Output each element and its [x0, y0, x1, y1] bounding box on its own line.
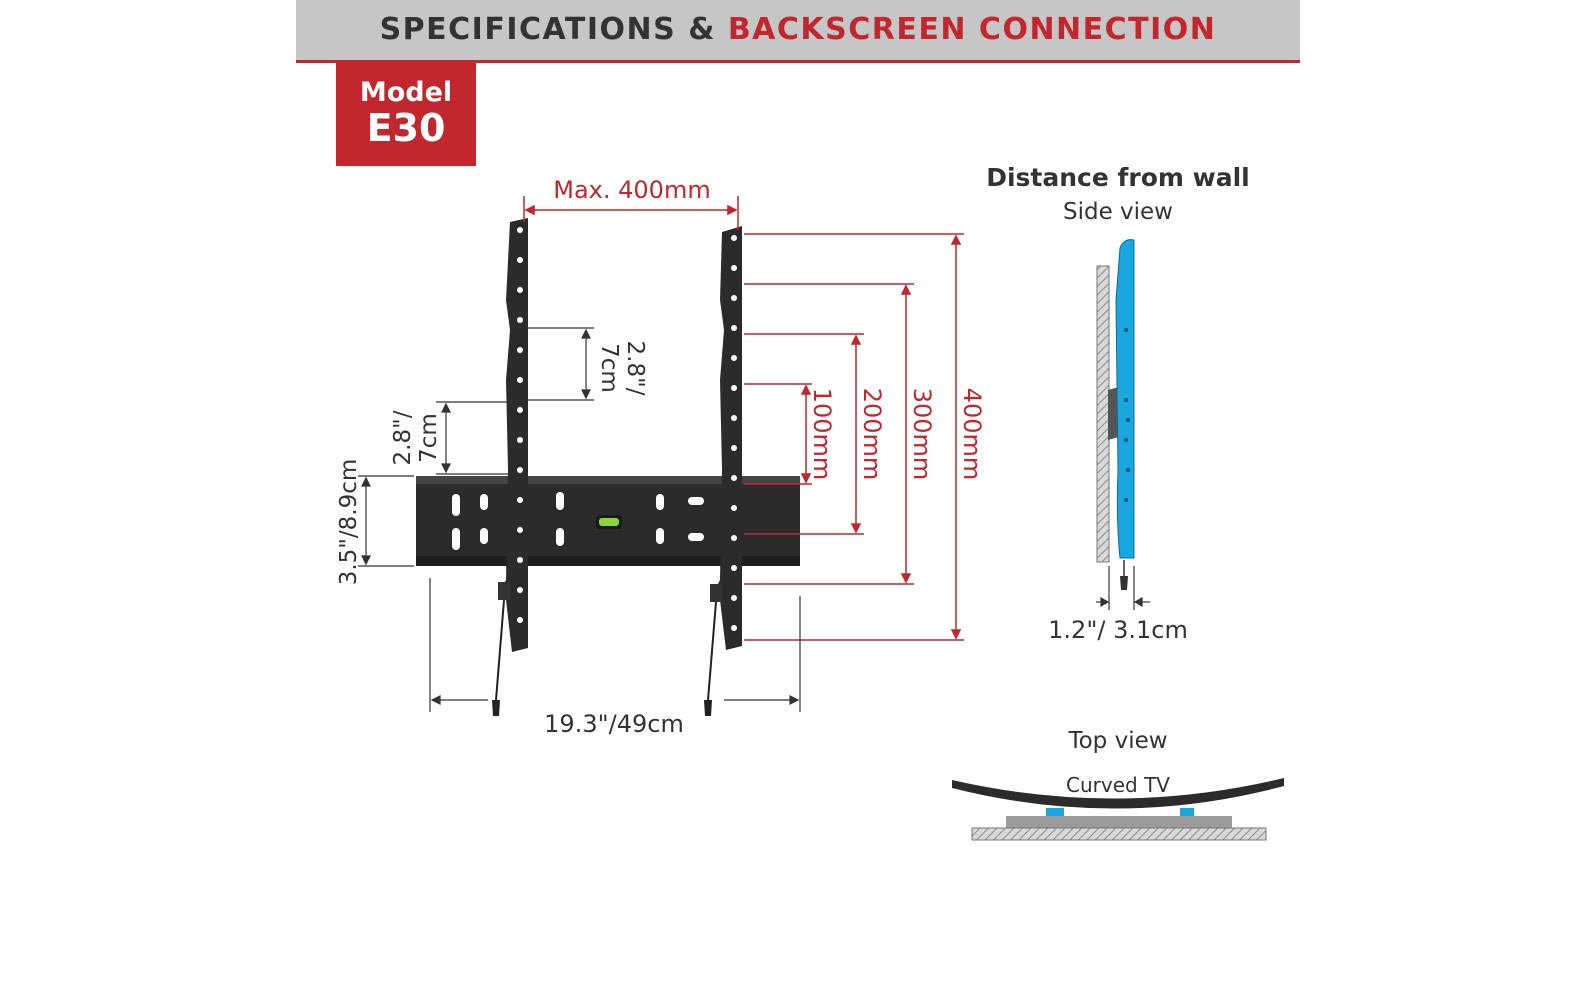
right-bracket	[704, 226, 742, 716]
overall-width-label: 19.3"/49cm	[544, 710, 684, 738]
side-view-title: Distance from wall	[986, 163, 1250, 192]
title-main: SPECIFICATIONS &	[379, 12, 728, 47]
title-accent: BACKSCREEN CONNECTION	[727, 12, 1217, 47]
curved-tv-shape	[952, 778, 1284, 809]
vesa-300-label: 300mm	[908, 388, 936, 481]
top-view: Top view Curved TV	[952, 728, 1284, 841]
wall-plate	[416, 476, 800, 566]
top-view-title: Top view	[1067, 728, 1167, 754]
wall-section	[1096, 265, 1110, 563]
front-view: Max. 400mm 100mm 200mm 300mm 400mm	[336, 176, 986, 738]
wall-distance-label: 1.2"/ 3.1cm	[1048, 616, 1188, 644]
vesa-height-dimensions	[744, 233, 964, 641]
page-title: SPECIFICATIONS & BACKSCREEN CONNECTION	[296, 12, 1300, 47]
top-view-wall	[971, 827, 1267, 841]
max-width-dimension	[523, 196, 739, 230]
vesa-100-label: 100mm	[808, 388, 836, 481]
side-view-subtitle: Side view	[1063, 199, 1173, 225]
top-view-plate	[1006, 816, 1232, 828]
plate-height-dimension	[358, 475, 414, 567]
max-width-label: Max. 400mm	[553, 176, 710, 204]
overall-width-dimension	[429, 578, 801, 712]
hole-pitch-label-left-line2: 7cm	[416, 413, 442, 463]
hole-pitch-label-right-line1: 2.8"/	[622, 341, 648, 396]
plate-height-label: 3.5"/8.9cm	[336, 459, 362, 586]
curved-tv-caption: Curved TV	[1066, 773, 1170, 797]
model-label: Model	[359, 77, 453, 108]
model-badge: Model E30	[336, 63, 476, 166]
side-view: Distance from wall Side view 1.2"/ 3.1cm	[986, 163, 1250, 644]
hole-pitch-dimension-right	[528, 327, 594, 401]
vesa-400-label: 400mm	[958, 388, 986, 481]
hole-pitch-label-right-line2: 7cm	[596, 343, 622, 393]
hole-pitch-label-left-line1: 2.8"/	[390, 410, 416, 465]
wall-distance-dimension	[1096, 566, 1150, 610]
header-banner: SPECIFICATIONS & BACKSCREEN CONNECTION	[296, 0, 1300, 63]
left-bracket	[492, 218, 528, 716]
model-code: E30	[366, 106, 446, 150]
vesa-200-label: 200mm	[858, 388, 886, 481]
hole-pitch-dimension-left	[436, 401, 510, 475]
bubble-level-icon	[596, 515, 622, 529]
